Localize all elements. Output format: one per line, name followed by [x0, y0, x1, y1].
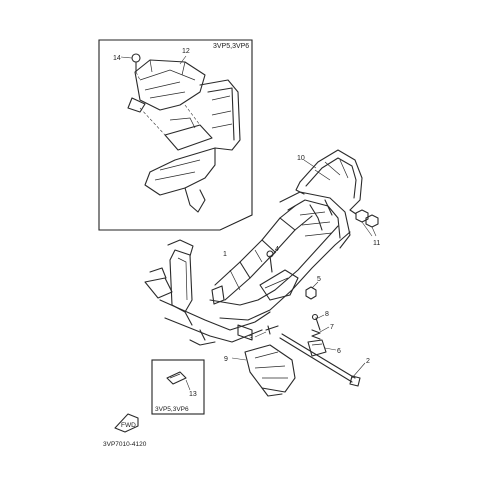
leader-7: [319, 326, 330, 333]
part-8-pin: [311, 313, 325, 331]
callout-7: 7: [330, 324, 334, 331]
callout-12: 12: [182, 48, 190, 55]
callout-10: 10: [297, 155, 305, 162]
callout-14: 14: [113, 55, 121, 62]
callout-13: 13: [189, 391, 197, 398]
part-9-cover: [231, 344, 296, 397]
part-7-spring: [311, 326, 330, 340]
svg-text:FWD: FWD: [121, 422, 136, 429]
inset-frame-sketch: [139, 79, 241, 213]
leader-9: [231, 357, 247, 361]
callout-5: 5: [317, 276, 321, 283]
callout-11: 11: [373, 240, 380, 247]
leader-4: [271, 251, 277, 257]
leader-6: [324, 347, 337, 351]
leader-3: [254, 331, 267, 338]
inset-bottom: 3VP5,3VP6: [151, 359, 205, 415]
inset-bottom-variant-label: 3VP5,3VP6: [155, 406, 189, 413]
callout-6: 6: [337, 348, 341, 355]
part-5-nut: [305, 281, 319, 300]
part-3-bolt: [254, 325, 279, 338]
part-2-shaft: [279, 333, 366, 387]
callout-3: 3: [249, 335, 253, 342]
callout-2: 2: [366, 358, 370, 365]
callout-1: 1: [223, 251, 227, 258]
leader-2: [351, 362, 366, 379]
part-12-cover: [127, 59, 206, 113]
fwd-arrow-icon: FWD: [114, 413, 139, 433]
inset-top: 3VP5,3VP6: [98, 39, 253, 231]
callout-labels: 12 14 10 11 1 4 5 8 7 3 6 2 9 13: [113, 48, 380, 398]
leader-10: [303, 159, 317, 169]
callout-9: 9: [224, 356, 228, 363]
leader-5: [311, 281, 319, 289]
part-4-bolt: [266, 250, 277, 273]
part-6-bracket: [307, 339, 337, 357]
drawing-code: 3VP7010-4120: [103, 441, 147, 448]
part-13-grommet: [166, 371, 191, 391]
inset-top-frame: [98, 39, 253, 231]
part-10-rear-frame: [295, 149, 363, 215]
leader-14: [120, 56, 133, 59]
leader-8: [317, 314, 325, 319]
leader-12: [179, 55, 187, 65]
inset-top-variant-label: 3VP5,3VP6: [213, 43, 249, 50]
part-11-nuts: [355, 209, 379, 237]
callout-4: 4: [275, 246, 279, 253]
inset-bottom-frame: [151, 359, 205, 415]
part-1-main-frame: [144, 191, 351, 346]
callout-8: 8: [325, 311, 329, 318]
